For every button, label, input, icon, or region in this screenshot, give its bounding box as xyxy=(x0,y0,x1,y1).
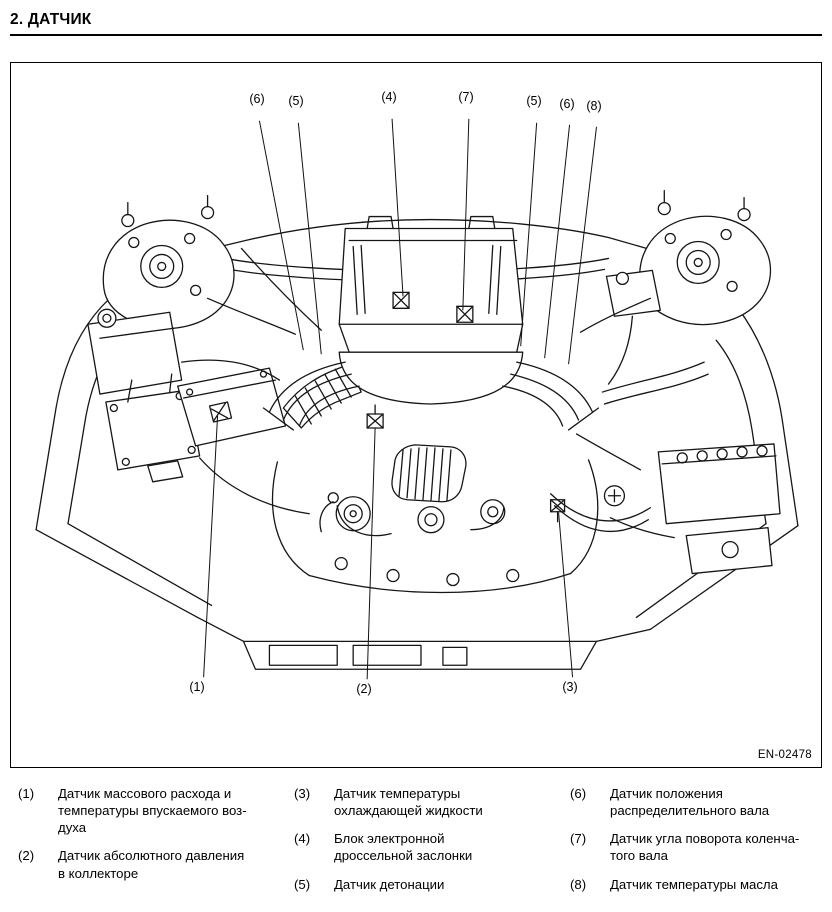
legend-item-text: Датчик температуры охлаждаю­щей жидкости xyxy=(334,786,483,819)
callout-top-8: (8) xyxy=(586,99,602,113)
legend-item-text: Датчик массового расхода и температуры в… xyxy=(58,786,247,836)
figure-code: EN-02478 xyxy=(757,749,812,761)
legend-item-text: Блок электронной дроссельной заслонки xyxy=(334,831,473,864)
legend-item-text: Датчик температуры масла xyxy=(610,876,778,892)
legend-item-number: (1) xyxy=(18,786,35,801)
legend-item-number: (3) xyxy=(294,786,311,801)
legend-item-text: Датчик угла поворота коленча­того вала xyxy=(610,831,800,864)
legend-item-number: (7) xyxy=(570,831,587,847)
callout-top-4: (4) xyxy=(381,90,397,104)
legend-item-4: (4) Блок электронной дроссельной заслонк… xyxy=(294,830,570,864)
legend-item-2: (2) Датчик абсолютного давления в коллек… xyxy=(18,847,294,881)
legend-item-number: (8) xyxy=(570,876,587,892)
callout-top-6-left: (6) xyxy=(249,92,265,106)
callout-top-5-left: (5) xyxy=(288,94,304,108)
legend: (1) Датчик массового расхода и температу… xyxy=(18,785,824,904)
callout-top-6-right: (6) xyxy=(559,97,575,111)
callout-top-5-right: (5) xyxy=(526,94,542,108)
figure-frame: (6) (5) (4) (7) (5) (6) (8) (1) (2) (3) … xyxy=(10,62,822,768)
callout-bottom-1: (1) xyxy=(189,680,205,694)
legend-item-text: Датчик детонации xyxy=(334,876,445,892)
engine-diagram xyxy=(35,118,799,680)
callout-top-7: (7) xyxy=(458,90,474,104)
legend-column-1: (1) Датчик массового расхода и температу… xyxy=(18,785,294,904)
page-header: 2. ДАТЧИК xyxy=(10,11,822,29)
legend-item-6: (6) Датчик положения распредели­тельного… xyxy=(570,785,830,819)
legend-column-2: (3) Датчик температуры охлаждаю­щей жидк… xyxy=(294,785,570,904)
legend-item-5: (5) Датчик детонации xyxy=(294,876,570,893)
callout-bottom-3: (3) xyxy=(562,680,578,694)
legend-item-3: (3) Датчик температуры охлаждаю­щей жидк… xyxy=(294,785,570,819)
manual-page: { "page": { "title": "2. ДАТЧИК" }, "fig… xyxy=(0,11,832,912)
legend-item-7: (7) Датчик угла поворота коленча­того ва… xyxy=(570,830,830,864)
callout-bottom-2: (2) xyxy=(356,682,372,696)
legend-item-number: (4) xyxy=(294,831,311,847)
legend-item-number: (2) xyxy=(18,848,35,864)
page-title: 2. ДАТЧИК xyxy=(10,11,92,28)
legend-item-text: Датчик абсолютного давления в коллекторе xyxy=(58,848,245,881)
legend-item-number: (6) xyxy=(570,786,587,801)
legend-column-3: (6) Датчик положения распредели­тельного… xyxy=(570,785,830,904)
legend-item-8: (8) Датчик температуры масла xyxy=(570,876,830,893)
title-rule xyxy=(10,34,822,36)
legend-item-1: (1) Датчик массового расхода и температу… xyxy=(18,785,294,836)
legend-item-number: (5) xyxy=(294,876,311,892)
legend-item-text: Датчик положения распредели­тельного вал… xyxy=(610,786,770,819)
